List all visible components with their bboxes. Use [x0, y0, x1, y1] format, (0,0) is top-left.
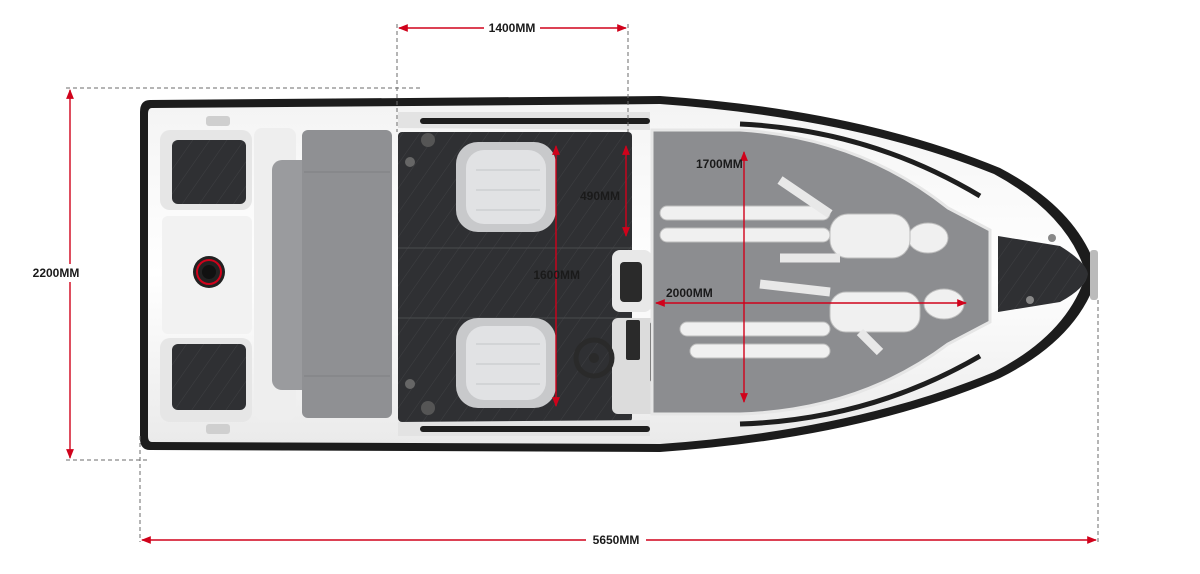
bench-cushion: [302, 130, 392, 418]
exhaust-port-icon: [193, 256, 225, 288]
transom-bench: [254, 128, 392, 420]
stern-platform: [160, 116, 252, 434]
bow-lounge-deck: [650, 121, 992, 427]
label-length: 5650MM: [593, 533, 640, 547]
passenger-seat-icon: [456, 318, 556, 408]
label-sunbed-length: 2000MM: [666, 286, 713, 300]
label-seat-depth: 490MM: [580, 189, 620, 203]
mannequin-figure: [659, 176, 949, 263]
label-mannequin-length: 1700MM: [696, 157, 743, 171]
anchor-locker: [998, 234, 1088, 312]
steering-wheel-icon: [573, 337, 615, 379]
mannequin-figure-2: [679, 279, 965, 359]
guide-lines: [66, 24, 1099, 542]
stern-teak-pad-top: [172, 140, 246, 204]
dimension-labels: 1400MM 2200MM 5650MM 490MM 1600MM 1700MM…: [18, 19, 743, 549]
label-cockpit-length: 1600MM: [533, 268, 580, 282]
label-cockpit-width: 1400MM: [489, 21, 536, 35]
stern-teak-pad-bottom: [172, 344, 246, 410]
helm-seat-icon: [456, 142, 556, 232]
label-beam: 2200MM: [33, 266, 80, 280]
